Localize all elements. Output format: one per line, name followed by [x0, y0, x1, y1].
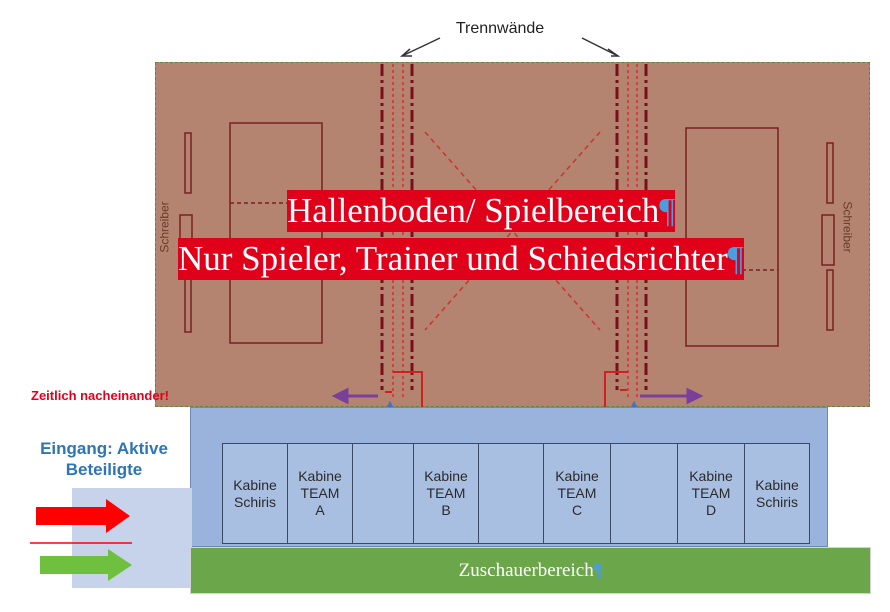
sequential-note: Zeitlich nacheinander!	[31, 388, 169, 403]
court-title-line1: Hallenboden/ Spielbereich¶	[287, 190, 676, 232]
partition-wall-left	[380, 64, 414, 400]
entrance-label: Eingang: Aktive Beteiligte	[40, 439, 168, 479]
scorer-label-right: Schreiber	[840, 201, 855, 253]
right-court-markings	[685, 127, 835, 347]
green-arrow	[40, 549, 132, 581]
court-title-line2: Nur Spieler, Trainer und Schiedsrichter¶	[178, 238, 744, 280]
entrance-arrows	[30, 499, 132, 581]
cabin-empty-2	[478, 443, 544, 544]
partition-pointer-arrows	[400, 37, 621, 57]
cabin-empty-3	[610, 443, 678, 544]
left-court-markings	[179, 122, 323, 344]
center-cross-lines	[424, 131, 601, 331]
partition-wall-right	[615, 64, 648, 400]
partition-walls-label: Trennwände	[455, 20, 545, 37]
cabin-empty-1	[352, 443, 414, 544]
court-area	[155, 62, 870, 407]
red-arrow	[36, 499, 130, 533]
spectator-label: Zuschauerbereich¶	[458, 559, 603, 581]
spectator-area	[190, 547, 871, 594]
purple-exit-arrows	[331, 387, 704, 405]
